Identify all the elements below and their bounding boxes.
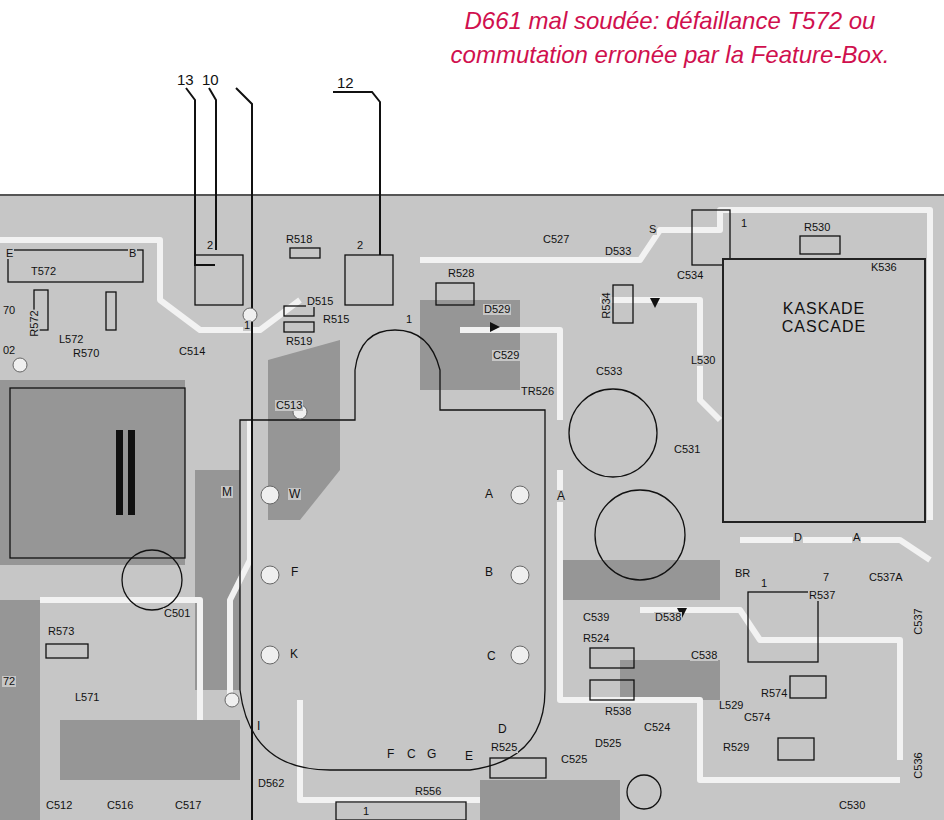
component-ref: R528 — [447, 268, 475, 279]
component-ref: C516 — [106, 800, 134, 811]
component-ref: D515 — [306, 296, 334, 307]
pad-letter: G — [426, 748, 437, 760]
component-ref: R574 — [760, 688, 788, 699]
component-ref: C537A — [868, 572, 904, 583]
pad-letter: B — [484, 566, 494, 578]
component-ref: C501 — [163, 608, 191, 619]
component-ref: C537 — [913, 607, 924, 635]
component-ref: R538 — [604, 706, 632, 717]
component-ref: 2 — [356, 240, 364, 251]
pad-letter: A — [556, 490, 566, 502]
component-ref: 70 — [2, 305, 16, 316]
pad-letter: W — [288, 488, 301, 500]
component-ref: C513 — [275, 400, 303, 411]
component-ref: C524 — [643, 722, 671, 733]
component-ref: B — [128, 248, 137, 259]
component-ref: C517 — [174, 800, 202, 811]
pad-letter: E — [464, 750, 474, 762]
component-ref: 1 — [740, 218, 748, 229]
component-ref: C525 — [560, 754, 588, 765]
component-ref: C530 — [838, 800, 866, 811]
pad-letter: F — [386, 748, 395, 760]
component-ref: D562 — [257, 778, 285, 789]
pad-letter: M — [221, 486, 233, 498]
cascade-box: KASKADECASCADE — [722, 258, 926, 523]
component-ref: K536 — [870, 262, 898, 273]
component-ref: T572 — [30, 266, 57, 277]
component-ref: C574 — [743, 712, 771, 723]
component-ref: R556 — [414, 786, 442, 797]
pad-letter: A — [484, 488, 494, 500]
component-ref: 1 — [362, 806, 370, 817]
component-ref: 02 — [2, 345, 16, 356]
component-ref: TR526 — [520, 386, 555, 397]
component-ref: S — [648, 224, 657, 235]
component-ref: 1 — [243, 320, 251, 331]
component-ref: R572 — [29, 309, 40, 337]
component-ref: D525 — [594, 738, 622, 749]
pin-number: 10 — [201, 72, 220, 87]
component-ref: R515 — [322, 314, 350, 325]
handwritten-note: D661 mal soudée: défaillance T572 ou com… — [420, 4, 920, 72]
component-ref: R519 — [285, 336, 313, 347]
component-ref: R537 — [808, 590, 836, 601]
component-ref: L572 — [58, 334, 84, 345]
component-ref: R570 — [72, 348, 100, 359]
component-ref: R529 — [722, 742, 750, 753]
pad-letter: K — [289, 648, 299, 660]
component-ref: E — [5, 248, 14, 259]
cascade-label: CASCADE — [724, 318, 924, 336]
component-ref: C512 — [45, 800, 73, 811]
component-ref: R573 — [47, 626, 75, 637]
component-ref: D — [793, 532, 803, 543]
pad-letter: C — [486, 650, 497, 662]
component-ref: 1 — [760, 578, 768, 589]
component-ref: R524 — [582, 633, 610, 644]
cascade-label: KASKADE — [724, 300, 924, 318]
pad-letter: C — [406, 748, 417, 760]
component-ref: C533 — [595, 366, 623, 377]
component-ref: D529 — [483, 304, 511, 315]
component-ref: L571 — [74, 692, 100, 703]
component-ref: BR — [734, 568, 751, 579]
component-ref: D538 — [654, 612, 682, 623]
pad-letter: F — [290, 566, 299, 578]
pad-letter: D — [497, 723, 508, 735]
component-ref: L529 — [718, 700, 744, 711]
component-ref: R525 — [490, 742, 518, 753]
component-ref: C538 — [690, 650, 718, 661]
component-ref: 2 — [206, 240, 214, 251]
component-ref: 7 — [822, 572, 830, 583]
component-ref: 72 — [2, 676, 16, 687]
pin-number: 12 — [336, 75, 355, 90]
component-ref: R534 — [601, 291, 612, 319]
component-ref: C539 — [582, 612, 610, 623]
component-ref: A — [852, 532, 861, 543]
component-ref: R518 — [285, 234, 313, 245]
component-ref: C534 — [676, 270, 704, 281]
component-ref: C527 — [542, 234, 570, 245]
component-ref: C536 — [913, 751, 924, 779]
component-ref: C531 — [673, 444, 701, 455]
component-ref: L530 — [690, 355, 716, 366]
component-ref: D533 — [604, 246, 632, 257]
component-ref: C514 — [178, 346, 206, 357]
pin-number: 13 — [176, 72, 195, 87]
pad-letter: I — [256, 720, 261, 732]
component-ref: 1 — [405, 314, 413, 325]
component-ref: C529 — [492, 350, 520, 361]
component-ref: R530 — [803, 222, 831, 233]
